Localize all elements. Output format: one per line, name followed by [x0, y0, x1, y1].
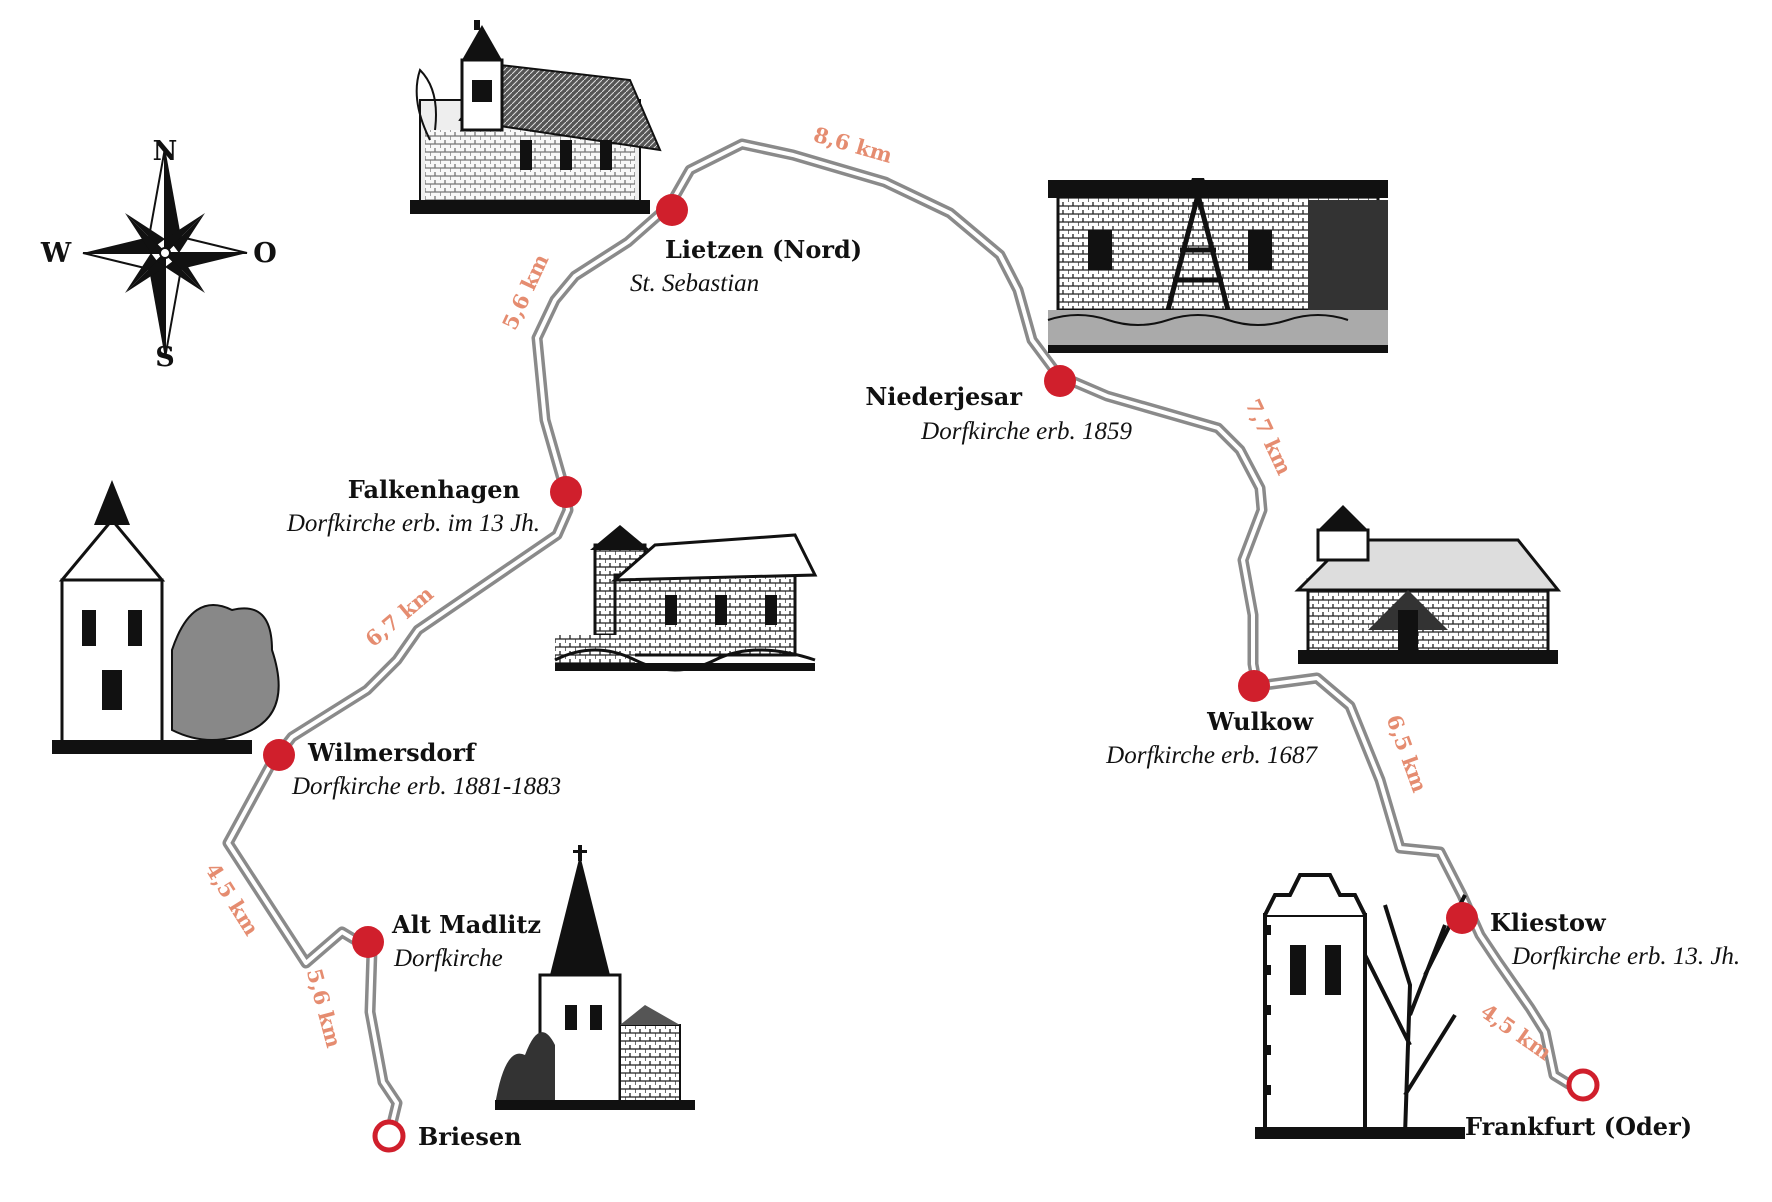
station-name-alt-madlitz: Alt Madlitz	[392, 910, 542, 939]
church-falkenhagen-illustration	[554, 525, 818, 672]
station-church-falkenhagen: Dorfkirche erb. im 13 Jh.	[286, 510, 540, 537]
station-name-wulkow: Wulkow	[1207, 707, 1313, 736]
compass-west-label: W	[40, 238, 72, 269]
station-name-briesen: Briesen	[418, 1122, 522, 1151]
distance-wulkow-kliestow: 6,5 km	[1382, 711, 1433, 795]
station-church-kliestow: Dorfkirche erb. 13. Jh.	[1512, 943, 1741, 970]
church-kliestow-illustration	[1255, 873, 1467, 1139]
station-marker-alt-madlitz[interactable]	[352, 926, 384, 958]
station-church-wilmersdorf: Dorfkirche erb. 1881-1883	[292, 773, 562, 800]
station-name-frankfurt: Frankfurt (Oder)	[1465, 1112, 1693, 1141]
distance-alt-madlitz-wilmersdorf: 4,5 km	[200, 858, 264, 940]
station-church-wulkow: Dorfkirche erb. 1687	[1106, 742, 1317, 769]
compass-rose: N S W O	[40, 136, 277, 373]
station-marker-niederjesar[interactable]	[1044, 365, 1076, 397]
church-alt-madlitz-illustration	[495, 845, 695, 1110]
church-wulkow-illustration	[1294, 505, 1562, 664]
church-wilmersdorf-illustration	[52, 480, 280, 754]
station-church-lietzen: St. Sebastian	[630, 270, 760, 297]
compass-east-label: O	[253, 238, 277, 269]
station-marker-wulkow[interactable]	[1238, 670, 1270, 702]
station-name-falkenhagen: Falkenhagen	[347, 475, 520, 504]
station-name-kliestow: Kliestow	[1490, 908, 1606, 937]
station-name-wilmersdorf: Wilmersdorf	[308, 738, 476, 767]
station-marker-briesen[interactable]	[372, 1119, 406, 1153]
distance-briesen-alt-madlitz: 5,6 km	[302, 966, 347, 1050]
station-church-alt-madlitz: Dorfkirche	[394, 945, 503, 972]
compass-south-label: S	[155, 342, 175, 373]
distance-wilmersdorf-falkenhagen: 6,7 km	[360, 581, 438, 652]
compass-north-label: N	[153, 136, 178, 167]
station-marker-kliestow[interactable]	[1446, 902, 1478, 934]
station-markers	[263, 194, 1600, 1153]
station-marker-wilmersdorf[interactable]	[263, 739, 295, 771]
station-marker-lietzen[interactable]	[656, 194, 688, 226]
station-church-niederjesar: Dorfkirche erb. 1859	[921, 418, 1132, 445]
compass-star-icon	[82, 147, 248, 359]
station-name-lietzen: Lietzen (Nord)	[665, 235, 863, 264]
station-marker-falkenhagen[interactable]	[550, 476, 582, 508]
church-niederjesar-illustration	[1047, 178, 1388, 353]
station-name-niederjesar: Niederjesar	[865, 382, 1022, 411]
church-lietzen-illustration	[410, 20, 662, 214]
station-marker-frankfurt[interactable]	[1566, 1068, 1600, 1102]
